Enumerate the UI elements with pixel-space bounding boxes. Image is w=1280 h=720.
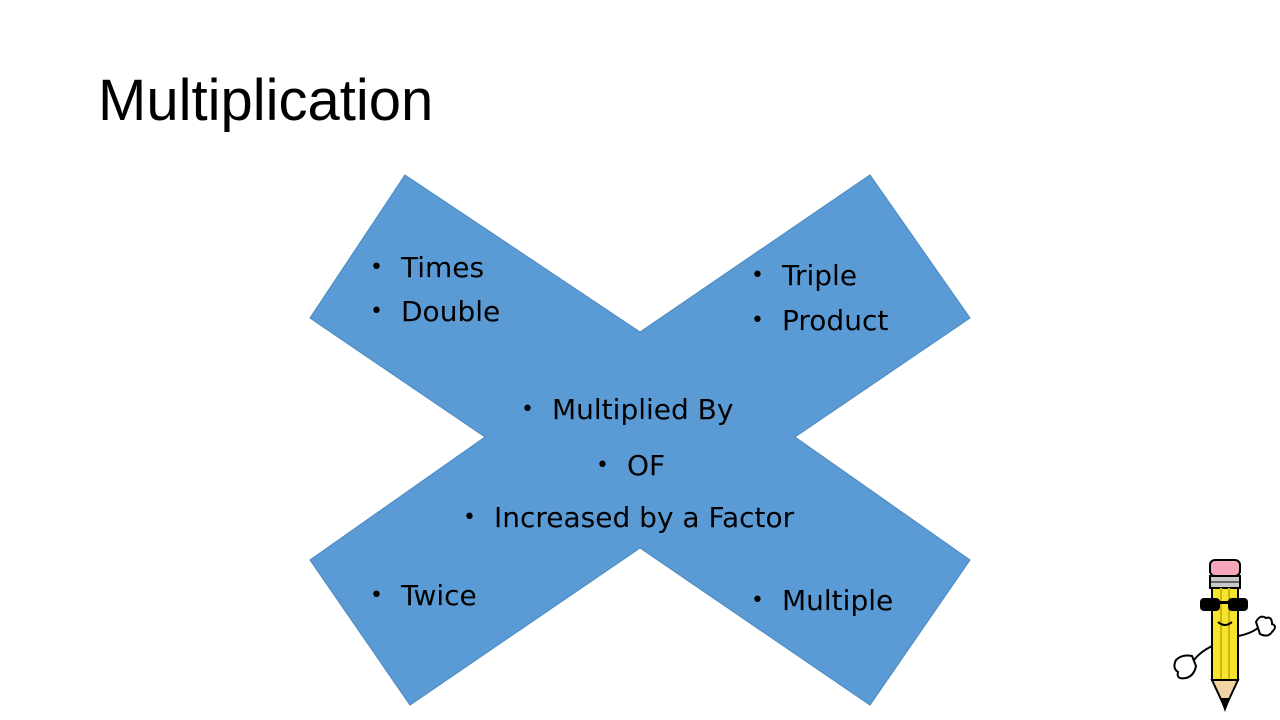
center-term-list-2: OF [596,452,665,481]
top-right-term-list: Triple Product [751,262,888,352]
term-product: Product [751,307,888,352]
slide-title: Multiplication [98,68,434,133]
term-multiplied-by: Multiplied By [521,396,733,425]
bottom-left-term-list: Twice [370,582,477,611]
term-multiple: Multiple [751,587,893,616]
term-of: OF [596,452,665,481]
term-triple: Triple [751,262,888,307]
term-double: Double [370,298,500,342]
pencil-mascot-icon [1173,559,1276,712]
term-twice: Twice [370,582,477,611]
term-times: Times [370,254,500,298]
bottom-right-term-list: Multiple [751,587,893,616]
center-term-list-1: Multiplied By [521,396,733,425]
term-increased-by-a-factor: Increased by a Factor [463,504,794,533]
center-term-list-3: Increased by a Factor [463,504,794,533]
top-left-term-list: Times Double [370,254,500,342]
